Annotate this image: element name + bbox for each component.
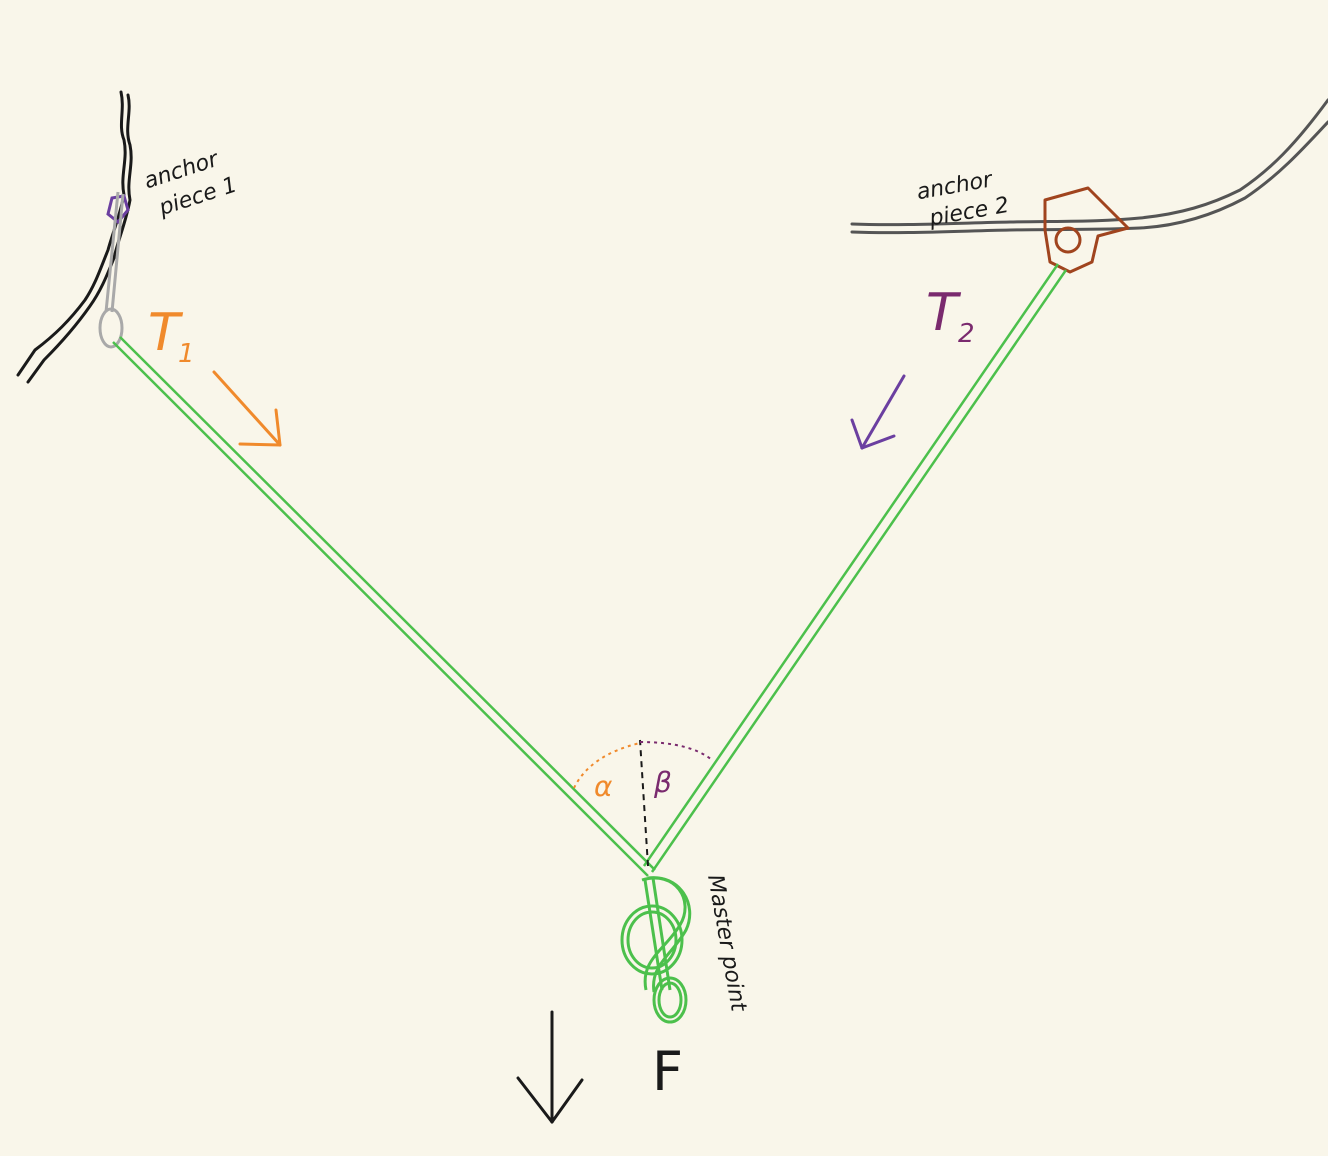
vertical-reference-line [639, 739, 649, 867]
tension-1-label: T 1 [148, 303, 195, 369]
alpha-arc [573, 742, 641, 789]
beta-arc [639, 741, 713, 761]
tension-2-label-main: T [926, 283, 962, 343]
rope-leg-2 [642, 263, 1068, 873]
tension-2-label-sub: 2 [958, 319, 975, 349]
tension-2-label: T 2 [926, 283, 975, 349]
force-arrow [516, 1010, 584, 1124]
anchor-1-label: anchor piece 1 [141, 146, 240, 221]
master-point-label: Master point [702, 873, 751, 1015]
anchor-piece-2-hex [1043, 186, 1130, 274]
tension-1-arrow [212, 370, 282, 447]
alpha-label: α [594, 770, 613, 803]
anchor-1-carabiner [98, 307, 124, 349]
tension-1-label-sub: 1 [178, 339, 195, 369]
rope-leg-1 [112, 336, 656, 877]
force-label: F [652, 1040, 683, 1103]
beta-label: β [653, 766, 672, 799]
tension-2-arrow [850, 374, 906, 450]
anchor-1-sling [104, 191, 125, 313]
right-rock-ledge [850, 98, 1328, 235]
master-point-knot [620, 876, 692, 1024]
tension-1-label-main: T [148, 303, 184, 363]
